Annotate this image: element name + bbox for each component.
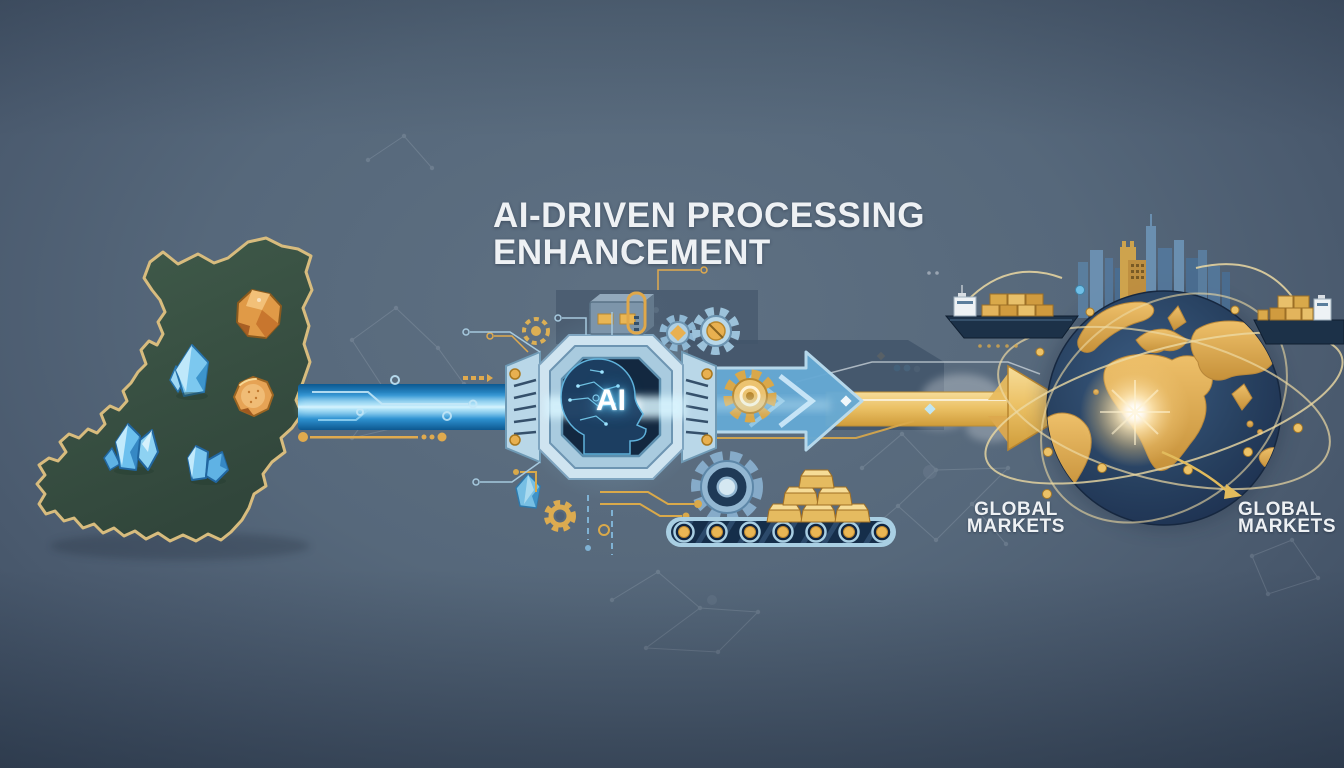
market-arrow — [1161, 450, 1242, 499]
sun-gear-icon — [522, 317, 550, 345]
gold-ingot-stack-icon — [766, 469, 871, 523]
title-line-1: AI-DRIVEN PROCESSING — [493, 196, 925, 235]
page-title: AI-DRIVEN PROCESSING ENHANCEMENT — [493, 197, 925, 271]
cargo-ship-icon — [944, 285, 1079, 348]
crystal-gem-icon — [515, 473, 541, 509]
crystal-gem-icon — [169, 344, 209, 400]
label-line: MARKETS — [1238, 516, 1337, 537]
crystal-gem-icon — [187, 445, 229, 485]
capsule-icon — [626, 291, 647, 335]
ore-nugget-icon — [236, 289, 282, 339]
gear-icon — [691, 451, 763, 523]
gear-icon — [692, 307, 740, 355]
brain-circuit-icon — [560, 358, 647, 455]
circuit-traces — [462, 266, 708, 353]
crystal-gem-icon — [103, 423, 159, 475]
chip-top-cluster — [462, 266, 740, 355]
label-line: GLOBAL — [974, 499, 1058, 520]
pipe-connector — [681, 350, 717, 464]
global-markets-label-right: GLOBAL MARKETS — [1238, 499, 1337, 537]
mineral-map — [35, 236, 314, 560]
glow-flare — [1080, 357, 1190, 467]
energy-beam — [300, 399, 536, 413]
chip-bottom-cluster — [472, 451, 896, 555]
cargo-ship-icon — [1253, 295, 1344, 345]
pipe-connector — [505, 350, 541, 464]
conveyor-belt-icon — [666, 517, 896, 547]
conveyor-rollers — [673, 521, 893, 543]
globe-cluster — [944, 214, 1344, 530]
ai-processor-chip — [505, 311, 717, 501]
gold-ticks — [298, 374, 493, 442]
energy-beam — [700, 399, 830, 411]
map-shadow — [50, 532, 310, 560]
gear-icon — [544, 500, 576, 532]
ore-nugget-icon — [233, 376, 274, 417]
ai-chip-label: AI — [596, 384, 626, 417]
label-line: MARKETS — [966, 516, 1066, 537]
label-line: GLOBAL — [1238, 499, 1322, 520]
title-line-2: ENHANCEMENT — [493, 233, 771, 272]
global-markets-label-left: GLOBAL MARKETS — [956, 499, 1076, 537]
